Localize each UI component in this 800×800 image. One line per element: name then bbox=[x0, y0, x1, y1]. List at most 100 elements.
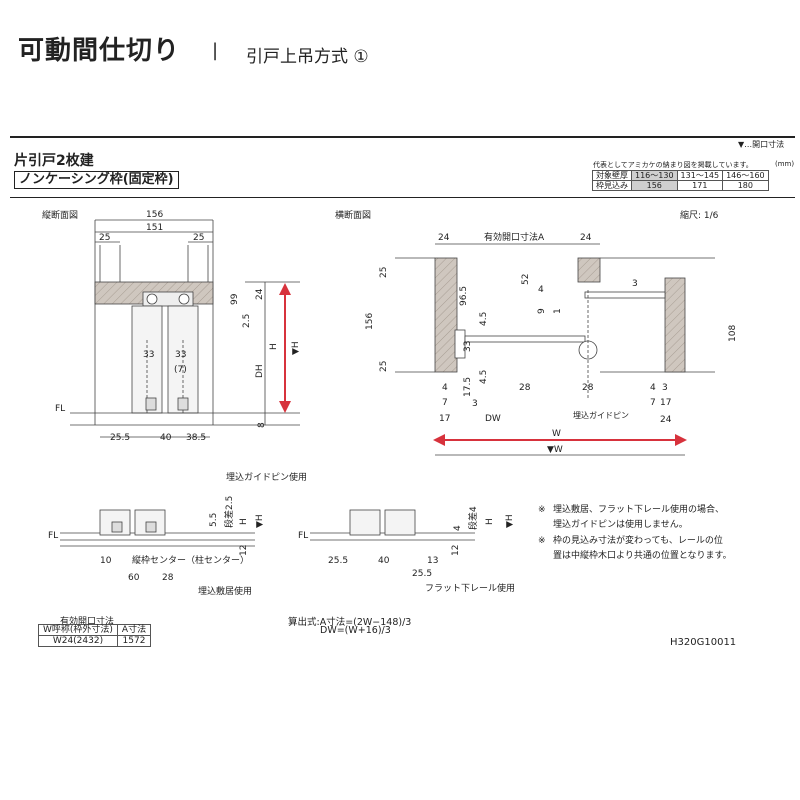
dim-25-right: 25 bbox=[193, 233, 204, 243]
detail-left-center: 縦枠センター（柱センター） bbox=[132, 554, 249, 566]
note-mark: ※ bbox=[538, 536, 546, 546]
detail-right-FL: FL bbox=[298, 531, 308, 541]
detail-left-H-opening: ▼H bbox=[255, 514, 265, 528]
door-leaf-1 bbox=[584, 291, 666, 299]
spec-row: 枠見込み 156 171 180 bbox=[592, 180, 769, 191]
detail-left-H: H bbox=[239, 518, 249, 525]
dim-1: 1 bbox=[553, 308, 563, 314]
vertical-section-title: 縦断面図 bbox=[42, 209, 78, 221]
vertical-section: 縦断面図 156 151 25 25 FL 33 33 bbox=[42, 209, 301, 443]
dim-DH: DH bbox=[255, 364, 265, 378]
center-jamb bbox=[577, 257, 601, 283]
dim-40: 40 bbox=[160, 433, 172, 443]
detail-right-dim-4: 4 bbox=[453, 525, 463, 531]
dim-25-5: 25.5 bbox=[110, 433, 130, 443]
dim-156: 156 bbox=[146, 210, 163, 220]
effective-opening-table: W呼称(枠外寸法) A寸法 W24(2432) 1572 bbox=[38, 624, 152, 647]
legend-note: ▼…開口寸法 bbox=[738, 140, 785, 149]
dim-8: 8 bbox=[257, 422, 267, 428]
page-subtitle: 引戸上吊方式 ① bbox=[246, 47, 369, 67]
detail-left-dim-12: 12 bbox=[239, 545, 249, 556]
dim-33-right: 33 bbox=[175, 350, 186, 360]
detail-flat-rail: FL 4 段差4 H ▼H 12 25.5 40 13 25.5 フラット下レー… bbox=[298, 506, 515, 594]
detail-left-dim-60: 60 bbox=[128, 573, 140, 583]
dim-17-left: 17 bbox=[439, 414, 450, 424]
title-separator: | bbox=[212, 40, 219, 61]
dim-7-left: 7 bbox=[442, 398, 448, 408]
horizontal-section: 横断面図 縮尺: 1/6 24 有効開口寸法A 24 W ▼W DW 埋込ガイド… bbox=[335, 209, 738, 456]
dim-24-top-left: 24 bbox=[438, 233, 450, 243]
door-type-label: 片引戸2枚建 bbox=[14, 153, 94, 169]
dim-7-right: 7 bbox=[650, 398, 656, 408]
dim-151: 151 bbox=[146, 223, 163, 233]
note-line: 枠の見込み寸法が変わっても、レールの位 bbox=[553, 534, 723, 546]
note-line: 埋込ガイドピンは使用しません。 bbox=[553, 518, 688, 530]
detail-right-dim-25-5-b: 25.5 bbox=[412, 569, 432, 579]
dim-3-left: 3 bbox=[472, 399, 478, 409]
detail-right-H-opening: ▼H bbox=[505, 514, 515, 528]
note-line: 置は中縦枠木口より共通の位置となります。 bbox=[553, 549, 732, 561]
left-jamb bbox=[434, 257, 458, 373]
note-line: 埋込敷居、フラット下レール使用の場合、 bbox=[553, 503, 724, 515]
frame-type-label: ノンケーシング枠(固定枠) bbox=[14, 171, 179, 189]
dim-108: 108 bbox=[728, 325, 738, 342]
top-rule bbox=[10, 136, 795, 138]
notes: ※ 埋込敷居、フラット下レール使用の場合、 埋込ガイドピンは使用しません。 ※ … bbox=[538, 503, 732, 561]
dim-4-center: 4 bbox=[538, 285, 544, 295]
spec-table-unit: (mm) bbox=[775, 160, 795, 168]
formula-DW: DW=(W+16)/3 bbox=[320, 625, 391, 636]
detail-right-dim-25-5-a: 25.5 bbox=[328, 556, 348, 566]
detail-left-dim-28: 28 bbox=[162, 573, 174, 583]
detail-right-dim-13: 13 bbox=[427, 556, 438, 566]
detail-callout: 埋込ガイドピン使用 bbox=[226, 471, 307, 483]
page-title: 可動間仕切り bbox=[18, 36, 181, 66]
table-cell: W24(2432) bbox=[38, 635, 118, 647]
dim-17-right: 17 bbox=[660, 398, 671, 408]
dim-4-right: 4 bbox=[650, 383, 656, 393]
table-header: W呼称(枠外寸法) bbox=[38, 624, 118, 636]
dim-A: 有効開口寸法A bbox=[484, 231, 545, 243]
note-mark: ※ bbox=[538, 505, 546, 515]
detail-right-dim-40: 40 bbox=[378, 556, 390, 566]
dim-24: 24 bbox=[255, 288, 265, 300]
detail-left-dim-10: 10 bbox=[100, 556, 112, 566]
dim-33-left: 33 bbox=[143, 350, 154, 360]
dim-W: W bbox=[552, 429, 561, 439]
floor-level-label: FL bbox=[55, 404, 65, 414]
dim-96-5: 96.5 bbox=[459, 286, 469, 306]
spec-row: 対象壁厚 116〜130 131〜145 146〜160 bbox=[592, 170, 769, 181]
formula-A: 算出式:A寸法=(2W−148)/3 bbox=[288, 617, 412, 628]
dim-DW: DW bbox=[485, 414, 501, 424]
dim-4-left: 4 bbox=[442, 383, 448, 393]
dim-W-opening: ▼W bbox=[547, 445, 563, 455]
spec-cell: 180 bbox=[722, 180, 769, 191]
door-leaf-2 bbox=[464, 335, 586, 343]
detail-embedded-sill: 埋込ガイドピン使用 FL 5.5 段差2.5 H ▼H 12 10 縦枠センター… bbox=[48, 471, 307, 597]
horizontal-section-title: 横断面図 bbox=[335, 209, 371, 221]
spec-table: 対象壁厚 116〜130 131〜145 146〜160 枠見込み 156 17… bbox=[592, 170, 769, 191]
dim-28-left: 28 bbox=[519, 383, 531, 393]
effective-opening-title: 有効開口寸法 bbox=[60, 617, 115, 627]
dim-9: 9 bbox=[537, 308, 547, 314]
table-cell: 1572 bbox=[116, 635, 152, 647]
dim-24-top-right: 24 bbox=[580, 233, 592, 243]
dim-24-right: 24 bbox=[660, 415, 672, 425]
dim-2-5: 2.5 bbox=[242, 314, 252, 328]
dim-38-5: 38.5 bbox=[186, 433, 206, 443]
detail-left-caption: 埋込敷居使用 bbox=[198, 585, 252, 597]
right-jamb bbox=[664, 277, 686, 373]
detail-left-FL: FL bbox=[48, 531, 58, 541]
table-row: W24(2432) 1572 bbox=[38, 635, 152, 647]
dim-4-5-bottom: 4.5 bbox=[479, 370, 489, 384]
dim-52: 52 bbox=[521, 274, 531, 285]
detail-right-H: H bbox=[485, 518, 495, 525]
spec-row-label: 枠見込み bbox=[592, 180, 632, 191]
table-header-row: W呼称(枠外寸法) A寸法 bbox=[38, 624, 152, 636]
dim-25-left-top: 25 bbox=[379, 267, 389, 278]
dim-28-right: 28 bbox=[582, 383, 594, 393]
dim-25-left: 25 bbox=[99, 233, 110, 243]
dim-3-center: 3 bbox=[632, 279, 638, 289]
detail-left-dim-5-5: 5.5 bbox=[209, 513, 219, 527]
detail-left-step: 段差2.5 bbox=[223, 496, 235, 528]
